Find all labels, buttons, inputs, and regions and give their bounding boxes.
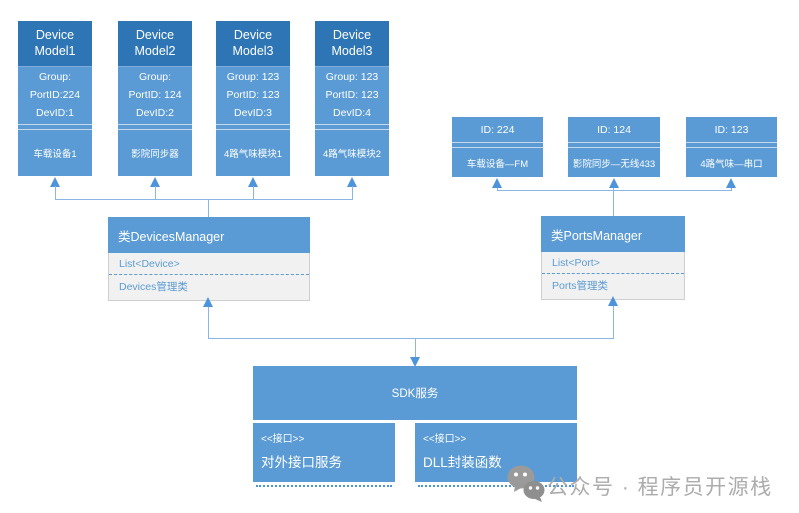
interface-stereotype: <<接口>>: [261, 434, 305, 445]
connector-line: [55, 186, 56, 199]
port-box-3: ID: 123 4路气味—串口: [686, 117, 777, 177]
watermark-text: 公众号 · 程序员开源栈: [547, 476, 773, 499]
divider: [315, 124, 389, 130]
wechat-icon: [505, 463, 547, 505]
port-id: ID: 124: [597, 123, 631, 136]
port-label: 4路气味—串口: [700, 158, 763, 170]
dashed-divider: [256, 485, 392, 487]
port-label: 车载设备—FM: [466, 158, 529, 170]
divider: [216, 124, 290, 130]
arrow-up-device-3: [248, 177, 258, 187]
device-box-attrs: Group: PortID:224 DevID:1: [18, 67, 92, 124]
connector-line: [208, 199, 209, 217]
port-id: ID: 123: [714, 123, 749, 136]
arrow-up-device-2: [150, 177, 160, 187]
device-box-attrs: Group: 123 PortID: 123 DevID:3: [216, 67, 290, 124]
device-box-attrs: Group: 123 PortID: 123 DevID:4: [315, 67, 389, 124]
devices-manager-body: List<Device> Devices管理类: [108, 253, 310, 301]
device-model-box-3: Device Model3 Group: 123 PortID: 123 Dev…: [216, 21, 290, 176]
device-box-attrs: Group: PortID: 124 DevID:2: [118, 67, 192, 124]
connector-bus-devices: [55, 199, 353, 200]
port-label: 影院同步—无线433: [572, 158, 656, 170]
ports-manager-title: 类PortsManager: [541, 216, 685, 252]
interface-stereotype: <<接口>>: [423, 434, 467, 445]
devices-manager-list-type: List<Device>: [109, 253, 309, 275]
connector-line: [731, 188, 732, 191]
devices-manager-desc: Devices管理类: [119, 281, 188, 293]
arrow-up-port-3: [726, 178, 736, 188]
device-dev-id: DevID:1: [36, 107, 74, 119]
device-dev-id: DevID:3: [234, 107, 272, 119]
connector-line: [155, 186, 156, 199]
device-label: 4路气味模块2: [322, 149, 382, 160]
ports-manager-box: 类PortsManager List<Port> Ports管理类: [541, 216, 685, 300]
connector-line: [352, 186, 353, 199]
devices-manager-title: 类DevicesManager: [108, 217, 310, 253]
device-label: 4路气味模块1: [223, 149, 283, 160]
dashed-divider: [418, 485, 574, 487]
arrow-up-port-1: [492, 178, 502, 188]
connector-line: [208, 307, 209, 339]
divider: [686, 142, 777, 148]
interface-box-external: <<接口>> 对外接口服务: [253, 423, 395, 493]
arrow-up-port-2: [609, 178, 619, 188]
arrow-up-ports-manager: [608, 296, 618, 306]
interface-box-dll: <<接口>> DLL封装函数: [415, 423, 577, 493]
device-box-title: Device Model1: [18, 21, 92, 67]
arrow-up-device-4: [347, 177, 357, 187]
device-group: Group: 123: [325, 71, 379, 83]
device-box-title: Device Model2: [118, 21, 192, 67]
ports-manager-list-type: List<Port>: [542, 252, 684, 274]
port-id: ID: 224: [480, 123, 515, 136]
device-group: Group: 123: [226, 71, 280, 83]
interface-name: DLL封装函数: [423, 455, 502, 470]
divider: [452, 142, 543, 148]
device-box-title: Device Model3: [216, 21, 290, 67]
connector-line: [253, 186, 254, 199]
device-group: Group:: [138, 71, 172, 83]
device-dev-id: DevID:2: [136, 107, 174, 119]
connector-line: [613, 306, 614, 339]
device-label: 车载设备1: [33, 149, 77, 160]
connector-line: [497, 188, 498, 191]
connector-line: [613, 188, 614, 216]
interface-name: 对外接口服务: [261, 455, 342, 470]
divider: [118, 124, 192, 130]
device-model-box-2: Device Model2 Group: PortID: 124 DevID:2…: [118, 21, 192, 176]
device-dev-id: DevID:4: [333, 107, 371, 119]
arrow-up-device-1: [50, 177, 60, 187]
divider: [18, 124, 92, 130]
device-port-id: PortID: 123: [226, 89, 280, 101]
device-model-box-4: Device Model3 Group: 123 PortID: 123 Dev…: [315, 21, 389, 176]
connector-line: [415, 338, 416, 357]
interface-footer: [415, 482, 577, 493]
arrow-up-devices-manager: [203, 297, 213, 307]
interface-footer: [253, 482, 395, 493]
ports-manager-body: List<Port> Ports管理类: [541, 252, 685, 300]
divider: [568, 142, 660, 148]
device-group: Group:: [38, 71, 72, 83]
connector-bus-sdk: [208, 338, 614, 339]
arrow-down-sdk: [410, 357, 420, 367]
ports-manager-desc: Ports管理类: [552, 280, 609, 292]
device-port-id: PortID: 123: [325, 89, 379, 101]
device-label: 影院同步器: [131, 149, 179, 160]
device-port-id: PortID:224: [29, 89, 81, 101]
port-box-1: ID: 224 车载设备—FM: [452, 117, 543, 177]
device-model-box-1: Device Model1 Group: PortID:224 DevID:1 …: [18, 21, 92, 176]
device-port-id: PortID: 124: [128, 89, 182, 101]
connector-bus-ports: [497, 190, 731, 191]
port-box-2: ID: 124 影院同步—无线433: [568, 117, 660, 177]
sdk-service-box: SDK服务: [253, 366, 577, 420]
device-box-title: Device Model3: [315, 21, 389, 67]
devices-manager-box: 类DevicesManager List<Device> Devices管理类: [108, 217, 310, 301]
